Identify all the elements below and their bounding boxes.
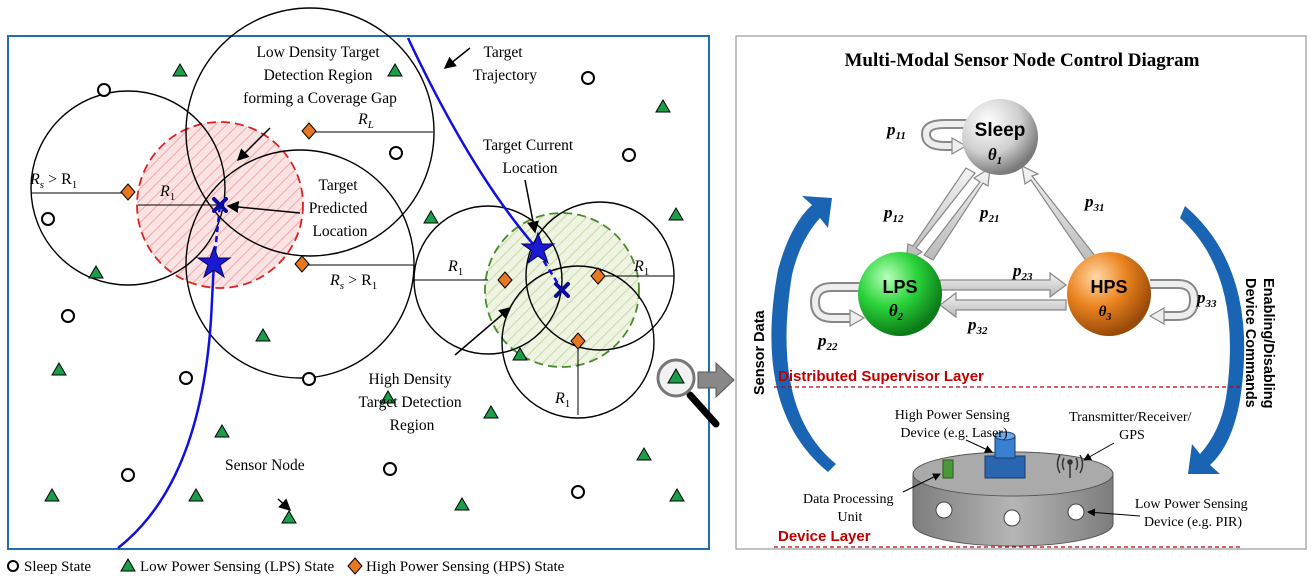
- predicted-x-right: [554, 282, 570, 298]
- circle-center: [185, 149, 415, 379]
- device-port-3: [1067, 503, 1085, 521]
- sensor-data-arrow: [771, 196, 836, 472]
- label-r1-hd-bottom: R1: [554, 390, 570, 410]
- lps-state-node: [858, 252, 942, 336]
- transition-arrows: [905, 164, 1101, 319]
- legend-sleep-label: Sleep State: [24, 559, 91, 575]
- high-power-device-base: [984, 455, 1026, 479]
- legend-sleep-icon: [7, 560, 19, 572]
- commands-arrow: [1180, 206, 1245, 474]
- label-p11: p11: [885, 120, 906, 142]
- circle-left: [30, 90, 226, 286]
- low-power-pointer: [1087, 508, 1141, 517]
- legend-lps-icon: [120, 558, 136, 572]
- commands-label: Enabling/Disabling Device Commands: [1242, 278, 1276, 413]
- target-predicted-label: Target Predicted Location: [309, 177, 371, 240]
- label-p12: p12: [882, 203, 904, 225]
- target-trajectory-left: [117, 261, 216, 549]
- lps-nodes: [44, 63, 685, 524]
- self-loops-inner: [811, 121, 1198, 321]
- arrow-p23: [939, 271, 1067, 299]
- transition-labels: p11 p12 p21 p31 p23 p32 p22 p33: [816, 120, 1217, 353]
- radius-labels: RL Rs > R1 R1 Rs > R1 R1 R1 R1: [29, 111, 649, 410]
- lps-state-theta: θ2: [889, 301, 904, 323]
- target-current-star-left: [196, 245, 232, 279]
- zoom-arrow-icon: [697, 361, 735, 399]
- legend-hps-label: High Power Sensing (HPS) State: [366, 559, 565, 575]
- circle-rl: [185, 7, 435, 257]
- target-trajectory: [406, 37, 534, 245]
- device-port-1: [935, 501, 953, 519]
- arrow-p32: [939, 291, 1067, 319]
- annotation-arrows: [226, 47, 539, 512]
- device-port-2: [1003, 509, 1021, 527]
- transmitter-label: Transmitter/Receiver/ GPS: [1069, 410, 1195, 443]
- label-r1-hd-right: R1: [633, 258, 649, 278]
- label-p32: p32: [966, 315, 988, 337]
- trajectory-predicted: [531, 243, 564, 291]
- self-loop-heads: [849, 136, 1165, 328]
- right-panel: Multi-Modal Sensor Node Control Diagram: [735, 35, 1307, 550]
- hps-nodes: [120, 122, 606, 350]
- label-p21: p21: [978, 203, 1000, 225]
- label-rs-center: Rs > R1: [329, 272, 377, 292]
- low-density-label: Low Density Target Detection Region form…: [243, 44, 397, 107]
- legend: Sleep State Low Power Sensing (LPS) Stat…: [7, 557, 565, 575]
- target-current-label: Target Current Location: [483, 137, 577, 177]
- low-power-device-label: Low Power Sensing Device (e.g. PIR): [1135, 497, 1251, 530]
- high-power-pointer: [965, 439, 993, 453]
- high-power-device-lens: [994, 431, 1016, 441]
- sleep-nodes: [41, 71, 636, 499]
- hps-state-label: HPS: [1090, 277, 1127, 297]
- sleep-state-theta: θ1: [988, 145, 1002, 167]
- data-processing-unit: [942, 459, 954, 479]
- sleep-state-node: [962, 99, 1038, 175]
- supervisor-layer-label: Distributed Supervisor Layer: [778, 368, 984, 385]
- transmitter-pointer: [1083, 442, 1115, 461]
- data-processing-label: Data Processing Unit: [803, 492, 897, 525]
- device-illustration: [912, 431, 1114, 547]
- arrow-p21: [923, 166, 991, 261]
- legend-lps-label: Low Power Sensing (LPS) State: [140, 559, 335, 575]
- device-layer-label: Device Layer: [778, 528, 871, 545]
- left-panel: Low Density Target Detection Region form…: [7, 7, 720, 550]
- high-density-label: High Density Target Detection Region: [358, 371, 465, 434]
- diagram-title: Multi-Modal Sensor Node Control Diagram: [844, 50, 1199, 71]
- label-p31: p31: [1083, 192, 1105, 214]
- predicted-x-left: [212, 197, 228, 213]
- label-rl: RL: [357, 111, 374, 131]
- label-p33: p33: [1195, 288, 1217, 310]
- label-p22: p22: [816, 331, 838, 353]
- target-trajectory-label: Target Trajectory: [473, 44, 537, 84]
- label-r1-left: R1: [159, 183, 175, 203]
- hps-state-theta: θ3: [1099, 304, 1112, 323]
- antenna-icon: [1056, 454, 1084, 478]
- sleep-state-label: Sleep: [975, 120, 1026, 141]
- sensor-node-label: Sensor Node: [225, 457, 305, 474]
- label-r1-hd-left: R1: [447, 258, 463, 278]
- data-processing-pointer: [902, 473, 941, 493]
- sensor-data-label: Sensor Data: [752, 309, 768, 395]
- high-power-device-label: High Power Sensing Device (e.g. Laser): [895, 408, 1014, 441]
- label-p23: p23: [1011, 261, 1033, 283]
- arrow-p31: [1021, 164, 1101, 269]
- hps-state-node: [1067, 252, 1151, 336]
- label-rs-left: Rs > R1: [29, 171, 77, 191]
- radius-lines: [32, 131, 674, 415]
- target-current-star-right: [520, 231, 556, 265]
- magnifier-icon: [656, 358, 720, 428]
- legend-hps-icon: [347, 557, 363, 575]
- circle-hd-3: [501, 265, 655, 419]
- lps-state-label: LPS: [882, 277, 917, 297]
